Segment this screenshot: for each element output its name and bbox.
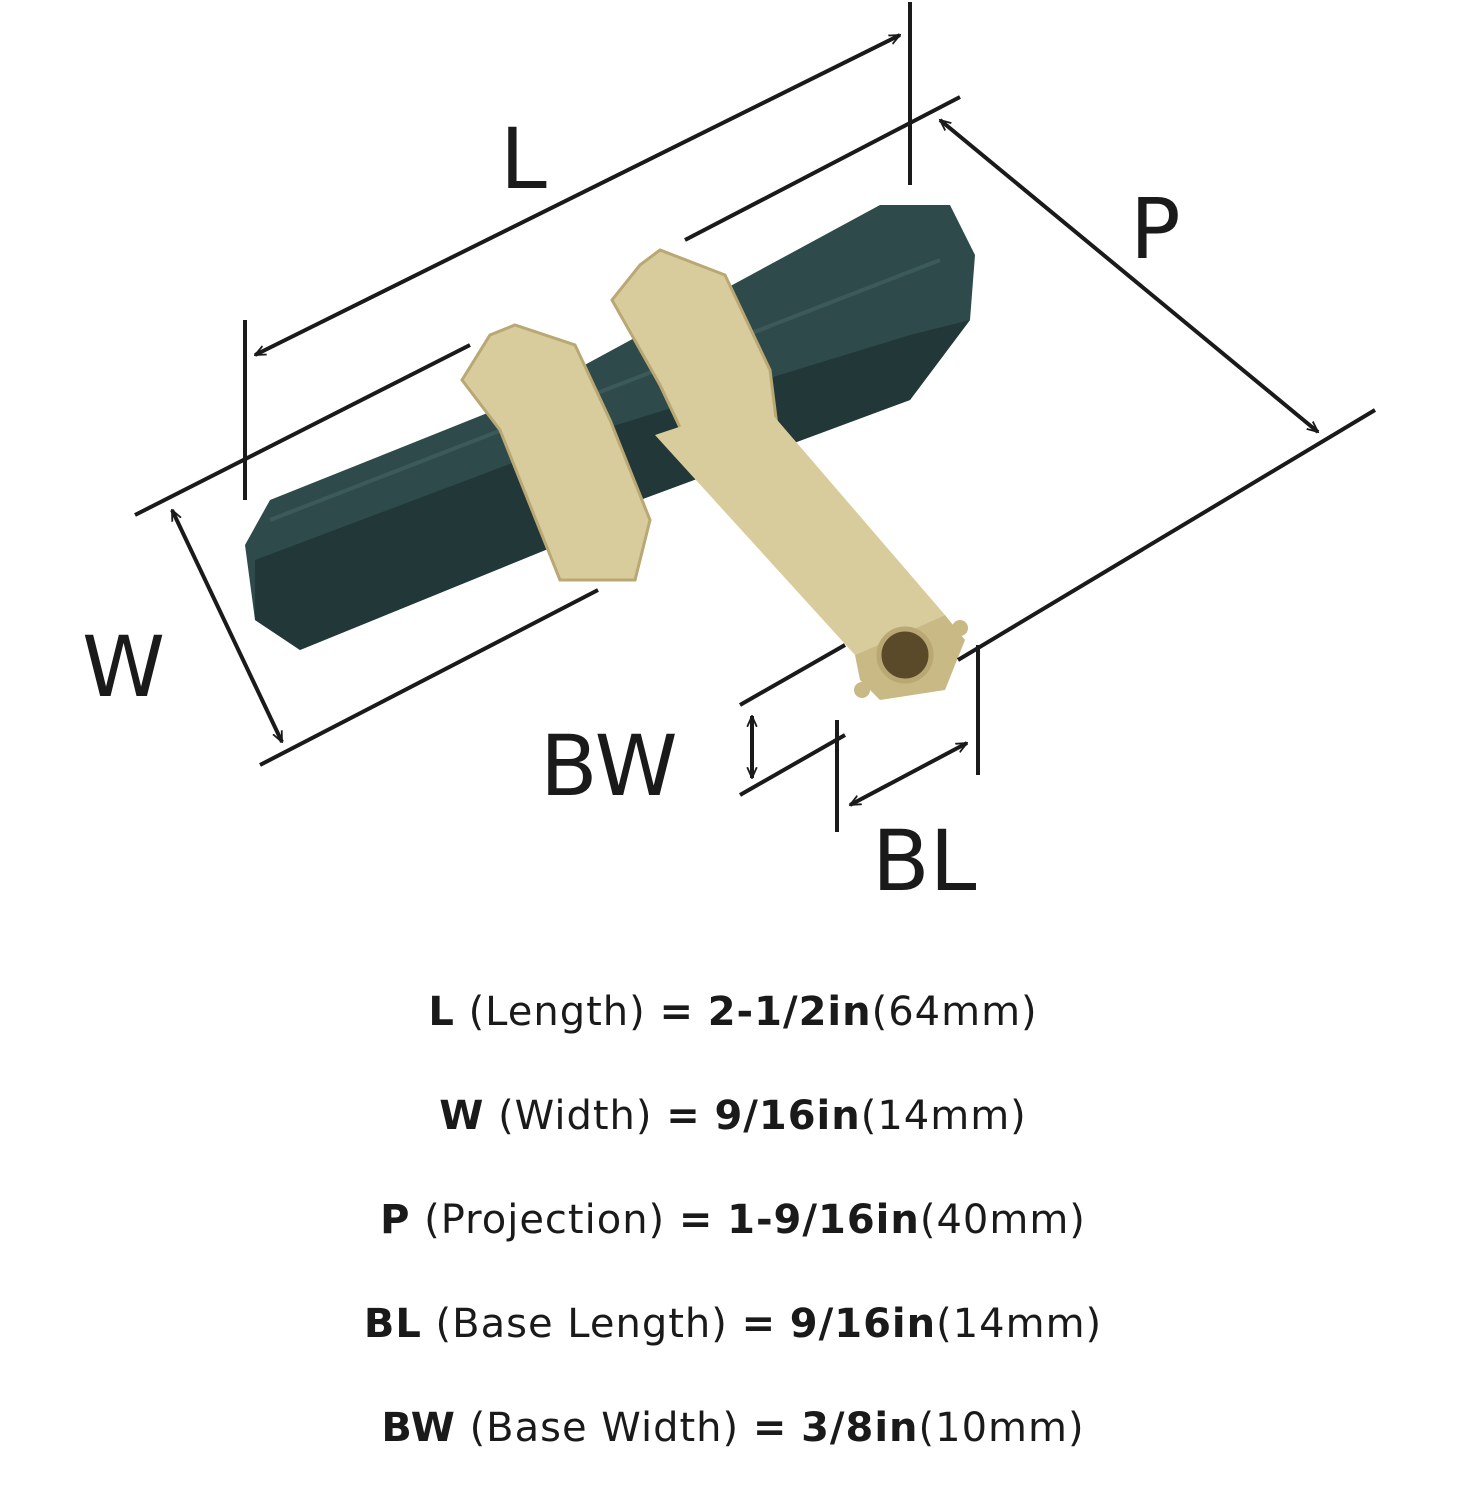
spec-equals: = bbox=[741, 1301, 777, 1347]
width-bottom-extension bbox=[259, 588, 599, 767]
base-hole bbox=[876, 626, 934, 684]
spec-mm: (14mm) bbox=[936, 1301, 1103, 1347]
knob-dimension-diagram: L P W BW BL bbox=[82, 2, 1377, 910]
spec-mm: (10mm) bbox=[918, 1405, 1085, 1451]
spec-inch: 9/16in bbox=[789, 1301, 937, 1347]
spec-mm: (40mm) bbox=[919, 1197, 1086, 1243]
spec-inch: 3/8in bbox=[801, 1405, 919, 1451]
spec-name: (Length) bbox=[468, 989, 646, 1035]
base-pin-bottom bbox=[854, 682, 870, 698]
spec-name: (Width) bbox=[498, 1093, 653, 1139]
base-length-label: BL bbox=[872, 812, 977, 910]
spec-equals: = bbox=[752, 1405, 788, 1451]
base-width-extension-bottom bbox=[739, 733, 846, 797]
dimension-lines bbox=[134, 2, 1377, 832]
base-length-arrow bbox=[850, 741, 967, 807]
spec-code: BW bbox=[381, 1405, 456, 1451]
spec-name: (Projection) bbox=[424, 1197, 666, 1243]
length-label: L bbox=[500, 110, 547, 208]
spec-code: BL bbox=[363, 1301, 422, 1347]
spec-mm: (14mm) bbox=[860, 1093, 1027, 1139]
spec-row-projection: P (Projection) = 1-9/16in(40mm) bbox=[0, 1168, 1466, 1272]
brass-base bbox=[655, 400, 968, 700]
width-top-extension bbox=[134, 343, 471, 517]
base-pin-top bbox=[952, 620, 968, 636]
spec-code: P bbox=[380, 1197, 411, 1243]
length-arrow bbox=[255, 33, 900, 357]
spec-name: (Base Width) bbox=[469, 1405, 740, 1451]
spec-code: L bbox=[428, 989, 455, 1035]
bar-top-extension bbox=[684, 95, 961, 242]
specification-list: L (Length) = 2-1/2in(64mm) W (Width) = 9… bbox=[0, 960, 1466, 1480]
spec-inch: 2-1/2in bbox=[707, 989, 872, 1035]
base-width-label: BW bbox=[540, 717, 678, 815]
spec-row-length: L (Length) = 2-1/2in(64mm) bbox=[0, 960, 1466, 1064]
base-front bbox=[655, 400, 945, 655]
spec-equals: = bbox=[659, 989, 694, 1035]
spec-code: W bbox=[439, 1093, 485, 1139]
spec-equals: = bbox=[666, 1093, 701, 1139]
width-arrow bbox=[170, 510, 284, 742]
spec-row-base-width: BW (Base Width) = 3/8in(10mm) bbox=[0, 1376, 1466, 1480]
width-label: W bbox=[82, 618, 165, 716]
spec-mm: (64mm) bbox=[871, 989, 1038, 1035]
spec-inch: 9/16in bbox=[714, 1093, 861, 1139]
base-width-extension-top bbox=[739, 643, 846, 707]
spec-row-width: W (Width) = 9/16in(14mm) bbox=[0, 1064, 1466, 1168]
spec-row-base-length: BL (Base Length) = 9/16in(14mm) bbox=[0, 1272, 1466, 1376]
spec-inch: 1-9/16in bbox=[727, 1197, 920, 1243]
projection-label: P bbox=[1130, 180, 1181, 278]
spec-name: (Base Length) bbox=[435, 1301, 728, 1347]
projection-arrow bbox=[940, 118, 1318, 434]
spec-equals: = bbox=[678, 1197, 714, 1243]
projection-extension bbox=[956, 408, 1377, 662]
